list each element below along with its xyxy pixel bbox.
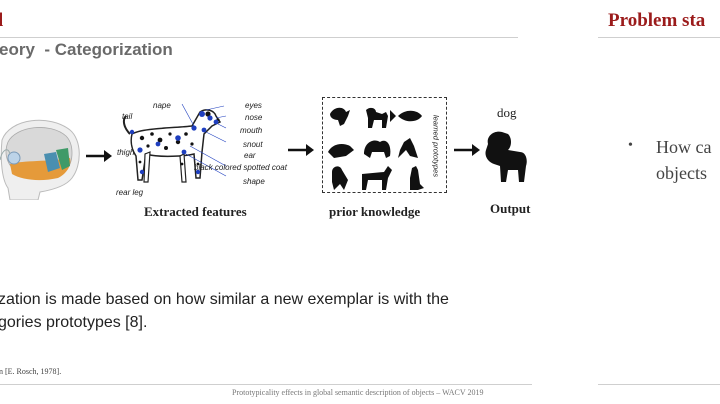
bird-silhouette [330, 107, 350, 126]
slide-body-text: zation is made based on how similar a ne… [0, 288, 538, 334]
gorilla-silhouette [364, 140, 391, 158]
output-dog-silhouette [485, 131, 527, 182]
brain-head-illustration [0, 119, 80, 200]
arrow-right-icon [288, 144, 314, 156]
horse-silhouette [362, 166, 392, 190]
learned-prototypes-caption: learned prototypes [431, 114, 441, 178]
cat-silhouette [410, 166, 424, 190]
output-label: Output [490, 201, 531, 216]
feature-label-eyes: eyes [245, 101, 262, 110]
reference-citation: n [E. Rosch, 1978]. [0, 367, 62, 376]
feature-label-snout: snout [243, 140, 263, 149]
learned-prototypes-box [322, 97, 447, 193]
feature-label-nape: nape [153, 101, 171, 110]
right-footer-divider [598, 384, 720, 385]
feature-label-mouth: mouth [240, 126, 263, 135]
dog-silhouette [366, 107, 388, 128]
slide-title: l [0, 10, 4, 31]
feature-label-tail: tail [122, 112, 133, 121]
left-slide: l eory - Categorization [0, 10, 538, 397]
right-slide-title: Problem sta [608, 10, 706, 31]
output-class-label: dog [497, 105, 517, 120]
animal-silhouettes-grid [328, 107, 424, 190]
slide-subtitle: eory - Categorization [0, 40, 173, 59]
feature-label-thigh: thigh [117, 148, 135, 157]
title-divider [0, 37, 518, 38]
arrow-right-icon [454, 144, 480, 156]
feature-label-nose: nose [245, 113, 263, 122]
fish-silhouette [390, 110, 422, 122]
seal-silhouette [328, 144, 354, 158]
arrow-right-icon [86, 150, 112, 162]
feature-label-rear-leg: rear leg [116, 188, 144, 197]
prior-knowledge-label: prior knowledge [329, 204, 421, 219]
right-title-divider [598, 37, 720, 38]
monkey-silhouette [332, 166, 348, 190]
dalmatian-dog-image [122, 104, 227, 183]
right-slide: Problem sta • How ca objects [598, 0, 720, 404]
feature-label-ear: ear [244, 151, 256, 160]
feature-label-shape: shape [243, 177, 265, 186]
bullet-icon: • [628, 138, 633, 153]
body-line-1: zation is made based on how similar a ne… [0, 291, 449, 308]
feature-label-coat: black colored spotted coat [194, 163, 287, 172]
body-line-2: gories prototypes [8]. [0, 314, 148, 331]
extracted-features-label: Extracted features [144, 204, 247, 219]
footer-divider [0, 384, 532, 385]
right-bullet-text: How ca objects [656, 137, 712, 183]
kangaroo-silhouette [398, 138, 418, 158]
slide-footer: Prototypicality effects in global semant… [232, 388, 484, 397]
